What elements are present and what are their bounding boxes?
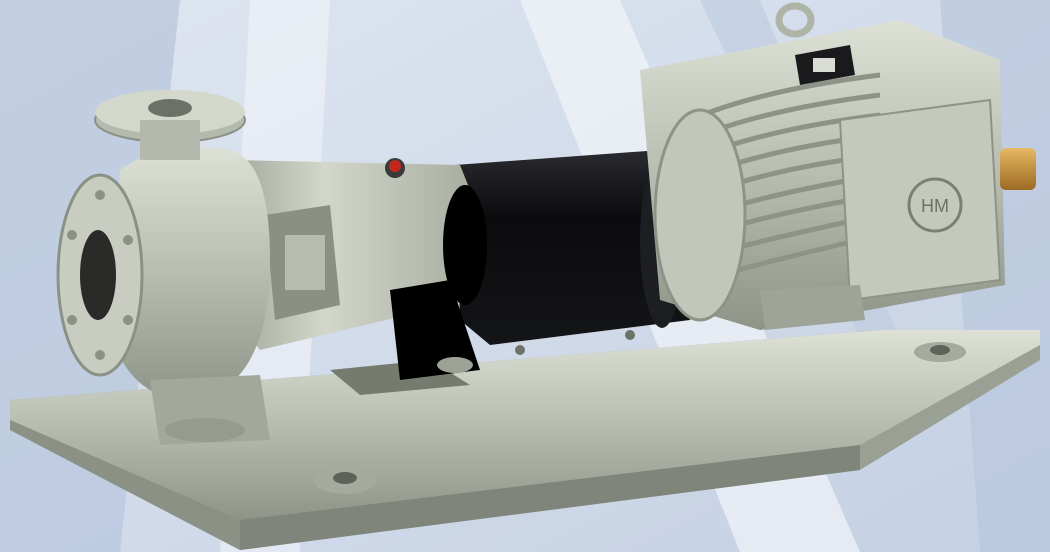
baseplate [10, 330, 1040, 550]
electric-motor: HM [640, 2, 1036, 330]
motor-logo: HM [921, 196, 949, 216]
bearing-housing [220, 158, 487, 380]
pump-casing [56, 90, 270, 445]
